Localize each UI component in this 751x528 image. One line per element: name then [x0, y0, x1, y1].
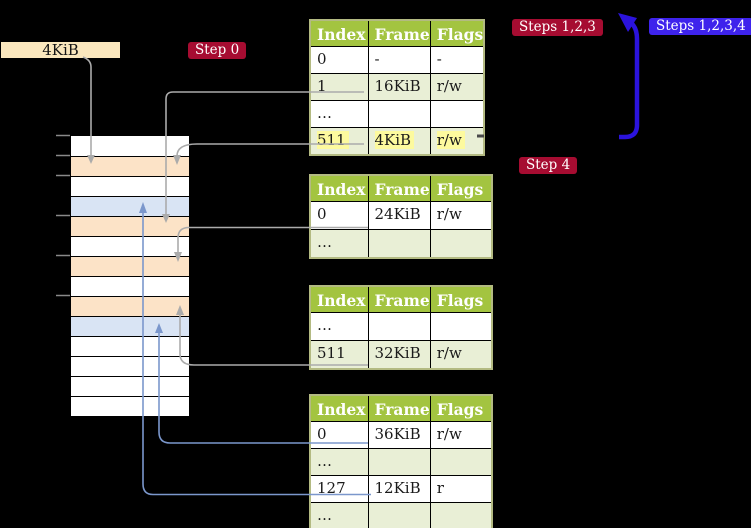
table-cell: -	[429, 46, 485, 74]
steps-loop-arrow	[618, 13, 640, 140]
memory-row-blue	[71, 196, 189, 216]
table-cell: 511	[309, 127, 369, 156]
memory-row-blue	[71, 316, 189, 336]
memory-row-orange	[71, 156, 189, 176]
badge-step-0: Step 0	[188, 42, 247, 59]
column-header-index: Index	[309, 285, 369, 313]
frame-size-label: 4KiB	[1, 42, 120, 58]
physical-memory-column	[70, 135, 190, 417]
column-header-index: Index	[309, 394, 369, 422]
table-row: 0--	[309, 46, 485, 74]
table-cell: r/w	[429, 201, 493, 230]
table-row: 511 4KiB r/w	[309, 127, 485, 156]
table-cell: 32KiB	[367, 340, 431, 370]
table-cell	[429, 502, 493, 528]
memory-row-white	[71, 136, 189, 156]
table-cell: r/w	[429, 73, 485, 101]
table-cell: 36KiB	[367, 421, 431, 449]
highlighted-value: 4KiB	[374, 131, 415, 149]
column-header-frame: Frame	[367, 19, 431, 47]
table-cell	[429, 229, 493, 259]
table-cell: r	[429, 475, 493, 503]
column-header-index: Index	[309, 174, 369, 202]
table-cell: …	[309, 229, 369, 259]
table-row: …	[309, 312, 493, 341]
column-header-flags: Flags	[429, 19, 485, 47]
column-header-flags: Flags	[429, 394, 493, 422]
table-cell	[429, 448, 493, 476]
memory-row-orange	[71, 216, 189, 236]
table-row: …	[309, 502, 493, 528]
memory-row-orange	[71, 256, 189, 276]
table-row: …	[309, 229, 493, 259]
table-cell	[367, 312, 431, 341]
table-cell	[367, 448, 431, 476]
memory-row-white	[71, 276, 189, 296]
table-cell: 0	[309, 421, 369, 449]
table-cell	[367, 229, 431, 259]
highlighted-value: 511	[317, 131, 349, 149]
memory-row-white	[71, 356, 189, 376]
table-cell: 0	[309, 46, 369, 74]
badge-steps-1-2-3-4: Steps 1,2,3,4	[649, 18, 751, 35]
badge-steps-1-2-3: Steps 1,2,3	[512, 19, 603, 36]
memory-row-orange	[71, 296, 189, 316]
column-header-index: Index	[309, 19, 369, 47]
table-cell	[429, 312, 493, 341]
table-row: …	[309, 100, 485, 128]
table-cell: r/w	[429, 340, 493, 370]
table-cell: r/w	[429, 421, 493, 449]
badge-step-4: Step 4	[519, 157, 578, 174]
column-header-flags: Flags	[429, 285, 493, 313]
table-row: …	[309, 448, 493, 476]
memory-row-white	[71, 396, 189, 416]
column-header-frame: Frame	[367, 174, 431, 202]
table-cell: 511	[309, 340, 369, 370]
table-cell: …	[309, 100, 369, 128]
table-cell: …	[309, 448, 369, 476]
table-cell: 1	[309, 73, 369, 101]
memory-row-white	[71, 236, 189, 256]
table-cell	[367, 100, 431, 128]
memory-row-white	[71, 176, 189, 196]
memory-row-white	[71, 336, 189, 356]
table-cell: …	[309, 312, 369, 341]
table-cell	[367, 502, 431, 528]
table-cell: 0	[309, 201, 369, 230]
table-cell: 24KiB	[367, 201, 431, 230]
table-cell: 4KiB	[367, 127, 431, 156]
column-header-frame: Frame	[367, 285, 431, 313]
column-header-frame: Frame	[367, 394, 431, 422]
table-cell: 127	[309, 475, 369, 503]
table-cell: …	[309, 502, 369, 528]
highlighted-value: r/w	[436, 131, 465, 149]
table-cell: 16KiB	[367, 73, 431, 101]
table-cell: -	[367, 46, 431, 74]
table-cell: 12KiB	[367, 475, 431, 503]
memory-tick-marks	[56, 134, 70, 297]
column-header-flags: Flags	[429, 174, 493, 202]
table-cell: r/w	[429, 127, 485, 156]
memory-row-white	[71, 376, 189, 396]
table-cell	[429, 100, 485, 128]
